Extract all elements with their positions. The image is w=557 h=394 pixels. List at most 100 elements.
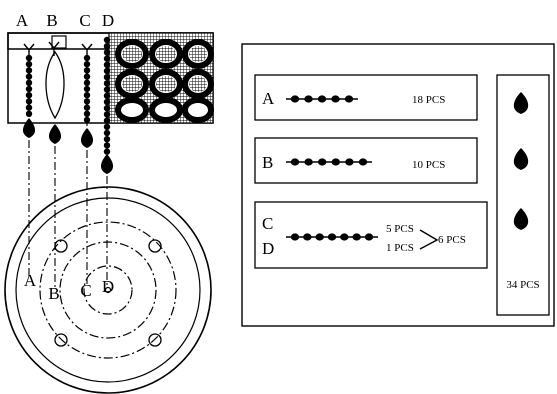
bead — [103, 86, 111, 93]
weight-drop-icon — [48, 124, 62, 144]
bead-string-icon — [286, 158, 372, 166]
bead — [25, 92, 33, 99]
bead — [331, 158, 340, 166]
weight-drop-icon — [513, 148, 529, 170]
bead — [315, 233, 324, 241]
box-b-label: B — [262, 153, 273, 172]
bead — [103, 92, 111, 100]
circular-plate — [4, 186, 212, 394]
bead — [83, 98, 91, 105]
plate-label-b: B — [48, 284, 59, 303]
bead — [290, 233, 300, 241]
bead — [25, 73, 33, 80]
bead — [25, 67, 33, 74]
legend-box-b: B 10 PCS — [254, 137, 478, 184]
guide-hook-icon — [23, 41, 93, 56]
bead — [358, 158, 368, 166]
bead — [303, 233, 312, 241]
bead — [103, 49, 111, 56]
bead — [83, 85, 91, 93]
box-a-label: A — [262, 89, 275, 108]
bead — [318, 158, 327, 166]
top-label-d: D — [102, 11, 114, 30]
bead — [83, 92, 91, 99]
legend-box-weights: 34 PCS — [496, 74, 550, 316]
bead — [352, 233, 361, 241]
bead — [364, 233, 374, 241]
weight-drop-icon — [80, 128, 94, 148]
bead — [25, 104, 33, 111]
legend-panel — [241, 43, 555, 327]
plate-label-d: D — [102, 277, 114, 296]
plate-label-a: A — [24, 271, 37, 290]
leader-lines — [28, 140, 108, 290]
bead — [103, 117, 111, 124]
bead-string-icon — [286, 233, 378, 241]
bead — [83, 73, 91, 80]
weight-drop-icon — [100, 154, 114, 174]
bead — [103, 105, 111, 112]
bead — [290, 95, 300, 103]
top-labels: A B C D — [16, 11, 114, 30]
bead — [103, 123, 111, 130]
bead — [83, 110, 91, 118]
bead — [344, 95, 354, 103]
bead — [327, 233, 337, 241]
bead-string-c — [83, 54, 91, 126]
legend-box-cd: C D 5 PCS 1 PCS 6 PCS — [254, 201, 488, 269]
bead-string-icon — [286, 95, 358, 103]
box-b-count: 10 PCS — [412, 159, 445, 171]
bead-string-a — [25, 54, 33, 118]
bead — [83, 67, 91, 74]
bead — [103, 142, 111, 149]
bead — [25, 98, 33, 105]
bead — [25, 60, 33, 68]
box-cd-count-d: 1 PCS — [386, 242, 414, 254]
bead — [83, 60, 91, 68]
weight-drop-icon — [513, 208, 529, 230]
box-a-count: 18 PCS — [412, 94, 445, 106]
box-cd-total: 6 PCS — [438, 234, 466, 246]
bead — [103, 98, 111, 106]
bead — [345, 158, 354, 166]
bead — [331, 95, 340, 103]
bead — [25, 54, 33, 62]
bead — [103, 148, 111, 155]
bead — [83, 104, 91, 111]
bead — [83, 79, 91, 87]
bead — [103, 74, 111, 81]
bead — [304, 95, 313, 103]
string-b-loop — [45, 50, 65, 120]
top-label-a: A — [16, 11, 29, 30]
top-label-b: B — [46, 11, 57, 30]
bead — [83, 116, 91, 124]
bead — [103, 61, 111, 68]
box-cd-count-c: 5 PCS — [386, 223, 414, 235]
bead — [83, 54, 91, 62]
weight-drop-icon — [513, 92, 529, 114]
side-total: 34 PCS — [506, 279, 539, 291]
plate-label-c: C — [80, 281, 91, 300]
top-label-c: C — [79, 11, 90, 30]
weights — [22, 118, 114, 174]
bead — [25, 79, 33, 87]
bead — [103, 43, 111, 50]
box-cd-label-d: D — [262, 239, 274, 258]
bead — [103, 129, 111, 137]
bead — [103, 80, 111, 87]
bead — [25, 85, 33, 93]
box-cd-label-c: C — [262, 214, 273, 233]
bead — [103, 67, 111, 75]
plate-labels: A B C D — [24, 271, 114, 303]
bead — [290, 158, 300, 166]
legend-box-a: A 18 PCS — [254, 74, 478, 121]
merge-bracket-icon — [419, 229, 439, 250]
bead — [103, 111, 111, 118]
bead — [340, 233, 349, 241]
bead — [103, 136, 111, 143]
bead — [103, 36, 111, 44]
bead — [317, 95, 327, 103]
mesh-fabric-icon — [108, 32, 214, 124]
bead — [103, 55, 111, 62]
